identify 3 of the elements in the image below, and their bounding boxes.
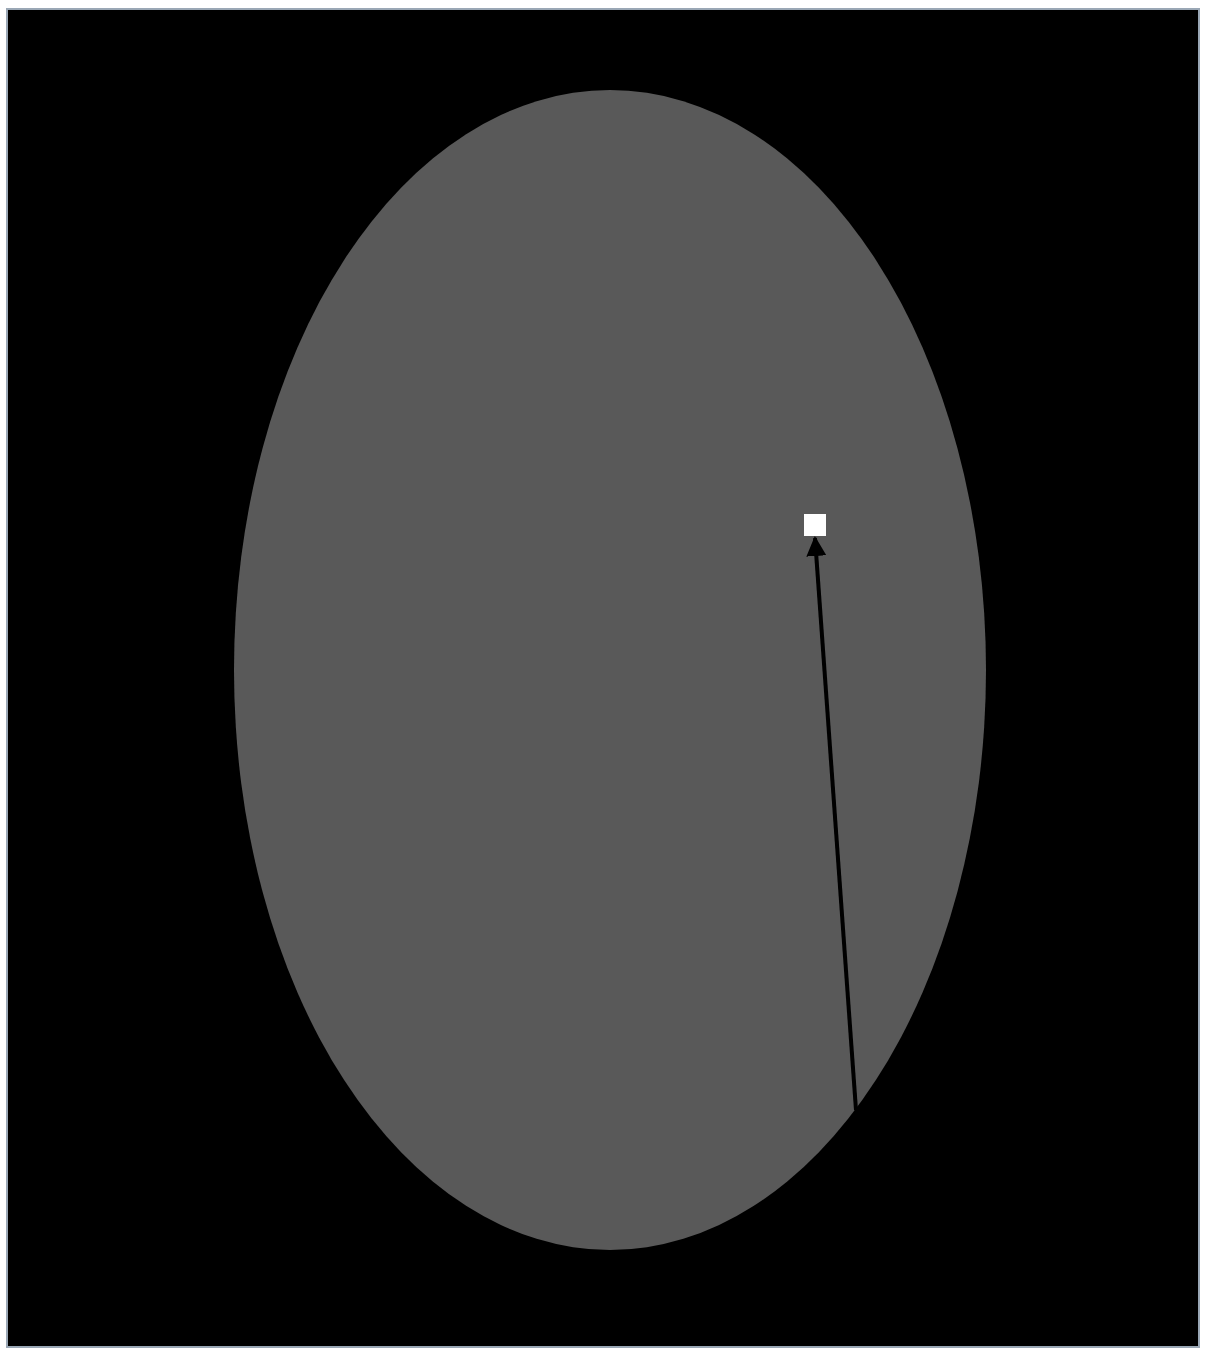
arrow [806,536,858,1111]
bright-spot-marker [804,514,826,536]
phantom-body [234,90,986,1250]
